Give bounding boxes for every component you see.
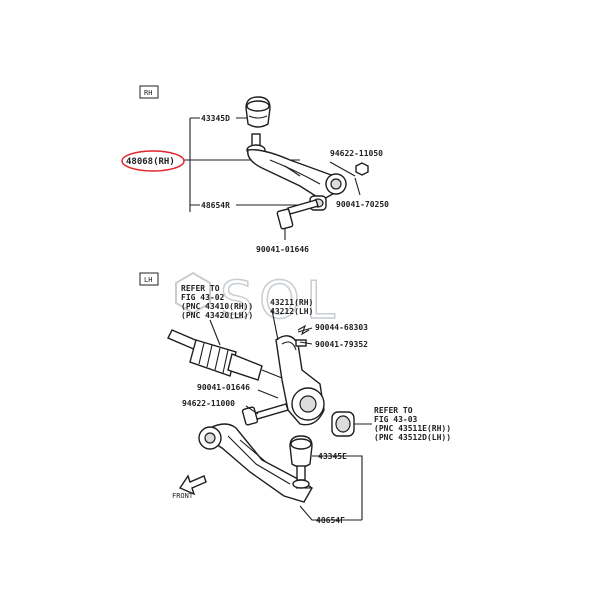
label-43211rh: 43211(RH) xyxy=(270,298,313,307)
drive-shaft xyxy=(167,329,283,381)
rh-tag-box xyxy=(139,85,159,99)
lh-rear-bushing xyxy=(331,411,355,437)
lh-bolt xyxy=(241,403,289,426)
label-94622-11000: 94622-11000 xyxy=(182,399,235,408)
rh-section: RH xyxy=(121,85,389,254)
label-90041-70250: 90041-70250 xyxy=(336,200,389,209)
rh-rear-bushing xyxy=(325,173,347,195)
sol-watermark: SOL xyxy=(175,270,341,332)
front-label: FRONT xyxy=(172,492,194,500)
rh-tag: RH xyxy=(144,89,152,97)
highlight-ring xyxy=(121,150,185,172)
refer-lower-line1: REFER TO xyxy=(374,406,413,415)
rh-bolt xyxy=(276,199,319,230)
lh-section: LH REFER TO FIG 43-02 (PNC 43410(RH)) (P… xyxy=(139,272,451,525)
label-43345d: 43345D xyxy=(201,114,230,123)
refer-lower-line2: FIG 43-03 xyxy=(374,415,418,424)
watermark-text: SOL xyxy=(220,271,341,331)
rh-lower-arm-body xyxy=(247,149,341,201)
label-90044-68303: 90044-68303 xyxy=(315,323,368,332)
refer-upper-line1: REFER TO xyxy=(181,284,220,293)
steering-knuckle xyxy=(275,335,325,426)
lh-bracket-line xyxy=(312,455,363,520)
label-43345e: 43345E xyxy=(318,452,347,461)
lh-tag-box xyxy=(139,272,159,286)
label-90041-01646-lh: 90041-01646 xyxy=(197,383,250,392)
label-90041-01646-rh: 90041-01646 xyxy=(256,245,309,254)
label-90041-79352: 90041-79352 xyxy=(315,340,368,349)
label-48654r: 48654R xyxy=(201,201,230,210)
hexagon-logo-icon xyxy=(175,271,211,315)
refer-upper-line3: (PNC 43410(RH)) xyxy=(181,302,253,311)
refer-upper-line2: FIG 43-02 xyxy=(181,293,225,302)
lh-tag: LH xyxy=(144,276,152,284)
dust-cover-boot xyxy=(245,96,271,128)
lh-dust-cover xyxy=(289,435,313,489)
label-48068rh: 48068(RH) xyxy=(126,157,175,167)
label-94622-11050: 94622-11050 xyxy=(330,149,383,158)
refer-lower-line4: (PNC 43512D(LH)) xyxy=(374,433,451,442)
refer-lower-line3: (PNC 43511E(RH)) xyxy=(374,424,451,433)
refer-upper-line4: (PNC 43420(LH)) xyxy=(181,311,253,320)
front-arrow-icon xyxy=(178,474,207,496)
label-48654f: 48654F xyxy=(316,516,345,525)
lh-front-bushing xyxy=(198,426,222,450)
label-43212lh: 43212(LH) xyxy=(270,307,313,316)
rh-small-nut xyxy=(355,162,369,176)
